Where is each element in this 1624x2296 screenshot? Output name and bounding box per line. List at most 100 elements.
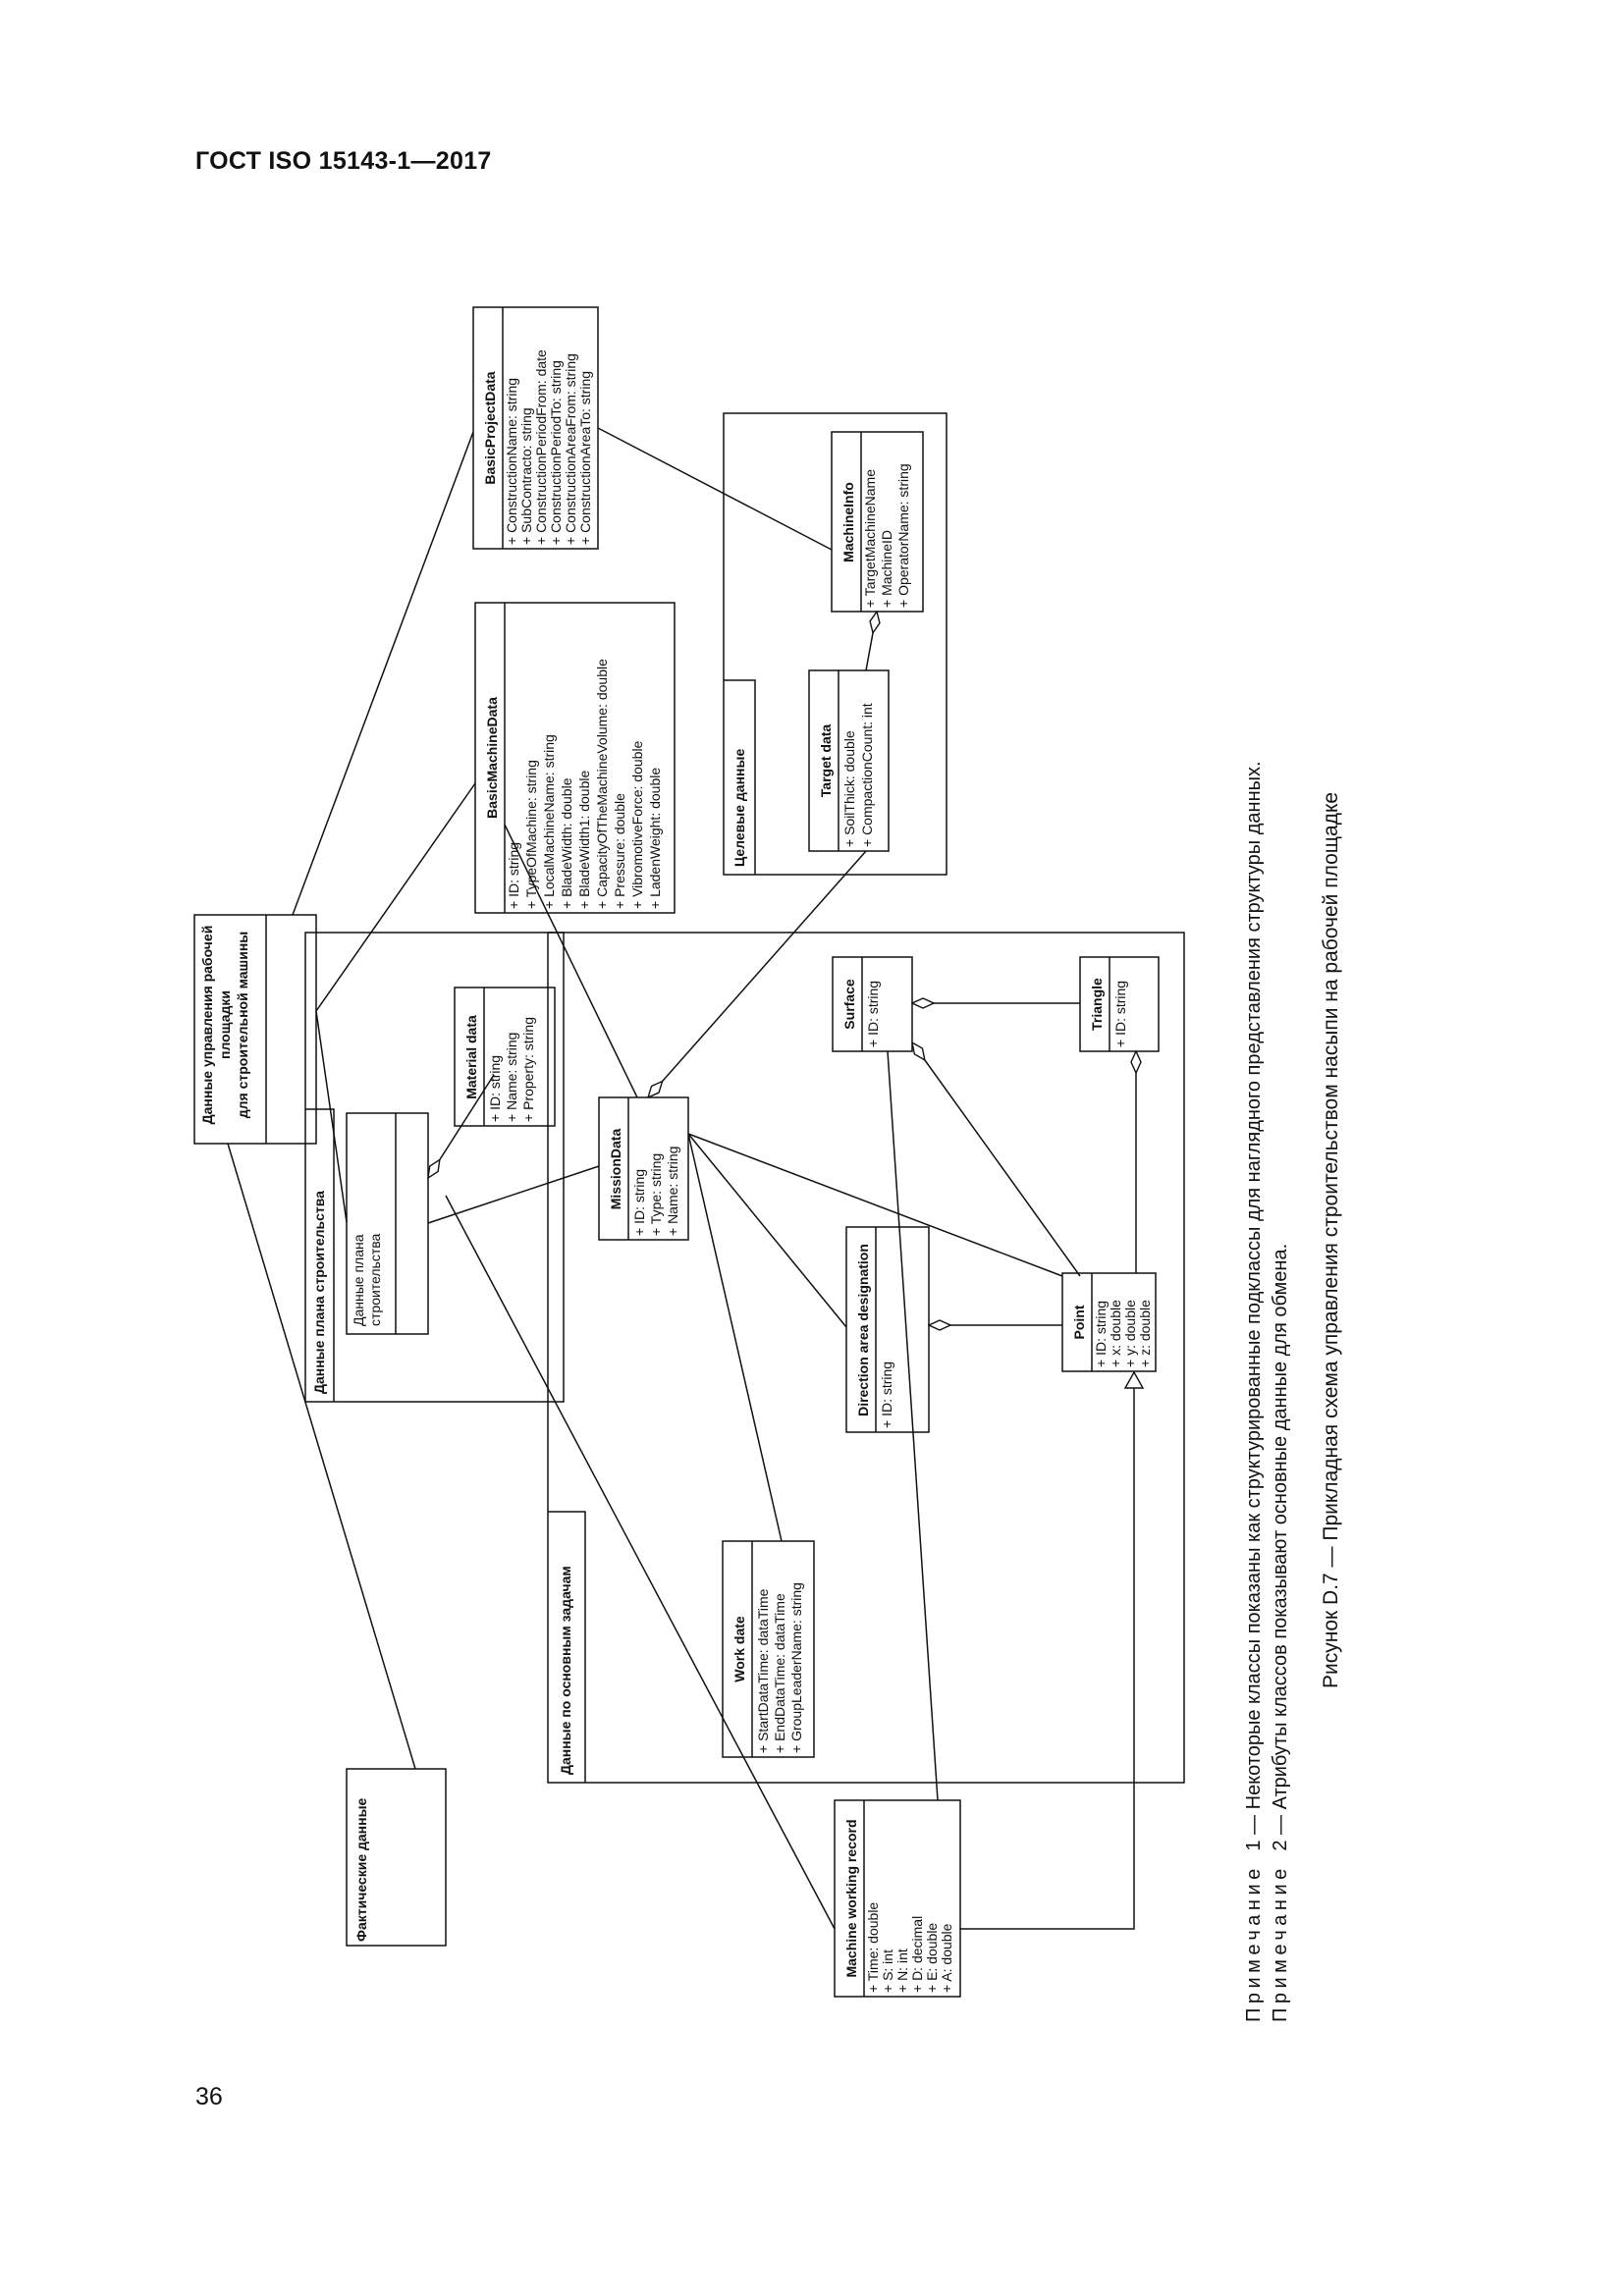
- association-lines: [227, 427, 1063, 1930]
- attr-row: + y: double: [1122, 1300, 1138, 1367]
- class-title: Point: [1071, 1305, 1087, 1339]
- figure-caption: Рисунок D.7 — Прикладная схема управлени…: [1320, 792, 1342, 1688]
- package-title-actual: Фактические данные: [353, 1797, 369, 1942]
- attr-row: + x: double: [1108, 1300, 1123, 1367]
- note-text: 1 — Некоторые классы показаны как структ…: [1243, 761, 1265, 1850]
- class-material-box: [454, 987, 556, 1127]
- class-site-mgmt: Данные управления рабочей площадки для с…: [199, 926, 250, 1125]
- class-title: Surface: [841, 979, 857, 1030]
- class-machine-record-box: [834, 1799, 961, 1998]
- attr-row: + EndDataTime: dataTime: [772, 1593, 787, 1753]
- attr-row: + ID: string: [1093, 1301, 1109, 1367]
- attr-row: + N: int: [894, 1949, 910, 1993]
- class-basic-machine-box: [474, 602, 676, 914]
- class-machine-info: MachineInfo + TargetMachineName + Machin…: [840, 463, 911, 608]
- class-title: Work date: [731, 1616, 747, 1682]
- page-number: 36: [195, 2083, 223, 2110]
- attr-row: + Name: string: [665, 1147, 680, 1236]
- class-title: Target data: [818, 724, 834, 798]
- attr-row: + Property: string: [520, 1017, 536, 1122]
- class-plan-data-box: [346, 1112, 429, 1335]
- class-target-data: Target data + SoilThick: double + Compac…: [818, 703, 875, 847]
- package-title-construction-plan: Данные плана строительства: [311, 1191, 327, 1394]
- attr-row: + LadenWeight: double: [647, 768, 663, 909]
- class-mission: MissionData + ID: string + Type: string …: [608, 1129, 680, 1236]
- class-title-line-1: Данные плана: [351, 1234, 366, 1326]
- attr-row: + Name: string: [504, 1033, 519, 1122]
- attr-row: + ConstructionAreaFrom: string: [563, 353, 578, 545]
- attr-row: + CapacityOfTheMachineVolume: double: [594, 659, 610, 909]
- attr-row: + z: double: [1137, 1300, 1153, 1367]
- class-title: BasicMachineData: [484, 697, 500, 819]
- class-title: BasicProjectData: [482, 371, 498, 484]
- attr-row: + ConstructionPeriodFrom: date: [533, 349, 549, 545]
- document-header: ГОСТ ISO 15143-1—2017: [195, 147, 492, 175]
- note-1: Примечание 1 — Некоторые классы показаны…: [1243, 761, 1265, 2022]
- note-label: Примечание: [1270, 1864, 1291, 2022]
- class-work-date-box: [722, 1540, 815, 1758]
- attr-row: + BladeWidth1: double: [576, 771, 592, 909]
- attr-row: + ID: string: [487, 1055, 503, 1122]
- class-work-date: Work date + StartDataTime: dataTime + En…: [731, 1582, 804, 1753]
- class-basic-machine: BasicMachineData + ID: string + TypeOfMa…: [484, 659, 663, 909]
- package-actual: [346, 1768, 447, 1947]
- attr-row: + E: double: [924, 1923, 940, 1993]
- attr-row: + OperatorName: string: [895, 463, 911, 608]
- class-point-box: [1061, 1272, 1157, 1372]
- attr-row: + ID: string: [879, 1362, 894, 1428]
- attr-row: + SubContracto: string: [518, 407, 534, 545]
- attr-row: + StartDataTime: dataTime: [755, 1588, 771, 1753]
- attr-row: + VibromotiveForce: double: [629, 740, 645, 909]
- attr-row: + Time: double: [865, 1902, 881, 1993]
- attr-row: + LocalMachineName: string: [541, 734, 557, 909]
- attr-row: + S: int: [880, 1949, 895, 1993]
- class-material: Material data + ID: string + Name: strin…: [463, 1015, 536, 1122]
- class-title-line-2: строительства: [367, 1233, 383, 1326]
- note-2: Примечание 2 — Атрибуты классов показыва…: [1270, 1244, 1291, 2022]
- attr-row: + A: double: [939, 1923, 954, 1993]
- note-text: 2 — Атрибуты классов показывают основные…: [1270, 1244, 1291, 1851]
- class-basic-project: BasicProjectData + ConstructionName: str…: [482, 349, 593, 545]
- class-title: Material data: [463, 1015, 479, 1099]
- class-title-line-3: для строительной машины: [235, 932, 250, 1118]
- aggregation-lines: [428, 612, 1136, 1325]
- class-triangle: Triangle + ID: string: [1089, 978, 1128, 1047]
- class-target-data-box: [808, 669, 890, 852]
- svg-text:Примечание 1 — Некоторые: Примечание 1 — Некоторые классы показаны…: [1243, 761, 1265, 2022]
- svg-text:Примечание 2 — Атрибуты: Примечание 2 — Атрибуты классов показыва…: [1270, 1244, 1291, 2022]
- attr-row: + GroupLeaderName: string: [788, 1582, 804, 1753]
- class-title-line-1: Данные управления рабочей: [199, 926, 215, 1125]
- class-machine-record: Machine working record + Time: double + …: [843, 1819, 954, 1993]
- generalization-line: [960, 1372, 1134, 1930]
- package-title-work-tasks: Данные по основным задачам: [558, 1566, 573, 1775]
- class-title: Direction area designation: [855, 1244, 871, 1416]
- note-label: Примечание: [1243, 1864, 1265, 2022]
- attr-row: + TargetMachineName: [862, 469, 878, 608]
- class-mission-box: [598, 1096, 689, 1241]
- attr-row: + D: decimal: [909, 1916, 925, 1993]
- class-point: Point + ID: string + x: double + y: doub…: [1071, 1300, 1153, 1367]
- class-triangle-box: [1079, 956, 1160, 1052]
- attr-row: + ID: string: [865, 981, 881, 1047]
- attr-row: + SoilThick: double: [841, 730, 857, 847]
- attr-row: + ConstructionPeriodTo: string: [548, 360, 564, 545]
- package-work-tasks: [547, 932, 1185, 1784]
- attr-row: + BladeWidth: double: [559, 777, 574, 909]
- package-construction-plan: [304, 932, 565, 1403]
- class-direction: Direction area designation + ID: string: [855, 1244, 894, 1428]
- class-plan-data: Данные плана строительства: [351, 1233, 383, 1326]
- package-target: [723, 412, 947, 876]
- class-title: MachineInfo: [840, 482, 856, 562]
- class-site-mgmt-box: [193, 914, 317, 1145]
- attr-row: + CompactionCount: int: [859, 703, 875, 847]
- attr-row: + ConstructionName: string: [504, 378, 519, 545]
- package-title-target: Целевые данные: [731, 749, 747, 867]
- attr-row: + TypeOfMachine: string: [523, 760, 539, 909]
- attr-row: + ConstructionAreaTo: string: [577, 371, 593, 545]
- class-title: Triangle: [1089, 978, 1105, 1031]
- attr-row: + MachineID: [879, 530, 894, 608]
- attr-row: + Type: string: [648, 1153, 664, 1236]
- attr-row: + ID: string: [506, 842, 521, 909]
- attr-row: + ID: string: [1112, 981, 1128, 1047]
